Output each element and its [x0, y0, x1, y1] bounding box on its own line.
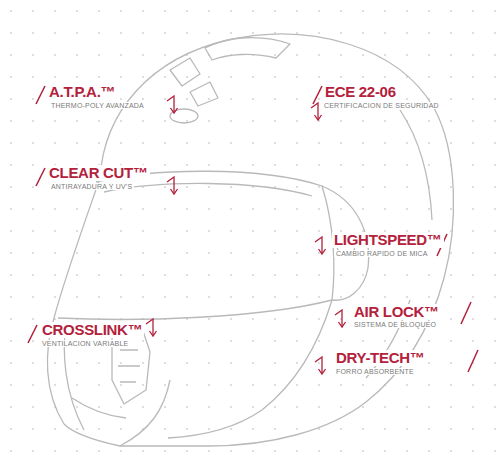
- callout-marks: [28, 86, 478, 372]
- feature-name: LIGHTSPEED™: [332, 232, 444, 248]
- feature-description: SISTEMA DE BLOQUEO: [352, 321, 438, 328]
- helmet-outline: [47, 34, 453, 446]
- feature-name: CLEAR CUT™: [47, 165, 150, 181]
- leader-arrows: [146, 96, 346, 374]
- feature-description: CAMBIO RAPIDO DE MICA: [334, 250, 430, 257]
- feature-name: A.T.P.A.™: [47, 84, 117, 100]
- feature-description: FORRO ABSORBENTE: [334, 368, 416, 375]
- feature-description: ANTIRAYADURA Y UV'S: [49, 183, 134, 190]
- feature-name: AIR LOCK™: [352, 304, 441, 320]
- feature-description: THERMO-POLY AVANZADA: [49, 102, 146, 109]
- feature-description: CERTIFICACION DE SEGURIDAD: [322, 102, 441, 109]
- feature-name: DRY-TECH™: [334, 350, 426, 366]
- feature-name: CROSSLINK™: [40, 322, 144, 338]
- feature-description: VENTILACION VARIABLE: [40, 340, 130, 347]
- feature-name: ECE 22-06: [323, 84, 398, 100]
